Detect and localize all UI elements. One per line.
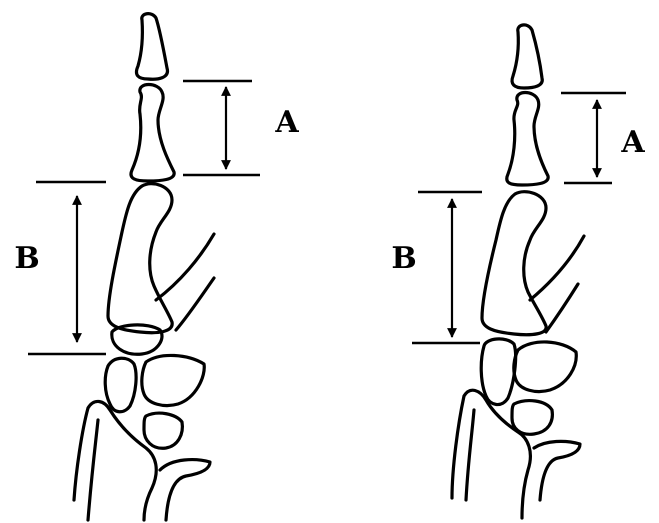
right-adjacent-shaft-1 [530,236,584,300]
left-label-b: B [14,241,39,276]
left-carpal-2 [105,358,136,412]
right-metacarpal-base [534,441,580,500]
left-panel: A B [14,14,299,520]
left-label-a: A [274,105,299,140]
left-ulna [88,420,98,520]
right-carpal-1 [481,339,515,405]
right-middle-phalanx [507,93,548,186]
right-adjacent-shaft-2 [546,284,578,332]
left-carpal-3 [142,355,204,405]
left-proximal-phalanx [108,184,172,333]
left-middle-phalanx [131,85,174,182]
right-ulna [466,410,474,500]
left-adjacent-shaft-2 [176,278,214,330]
left-carpal-4 [144,413,182,448]
right-panel: A B [391,25,645,518]
right-label-b: B [391,241,416,276]
left-metacarpal-base [160,460,210,520]
right-proximal-phalanx [482,192,546,335]
left-distal-phalanx [136,14,167,80]
right-distal-phalanx [512,25,542,88]
right-carpal-2 [514,342,576,392]
right-carpal-3 [512,401,552,435]
right-radius [452,390,530,518]
right-label-a: A [620,125,645,160]
